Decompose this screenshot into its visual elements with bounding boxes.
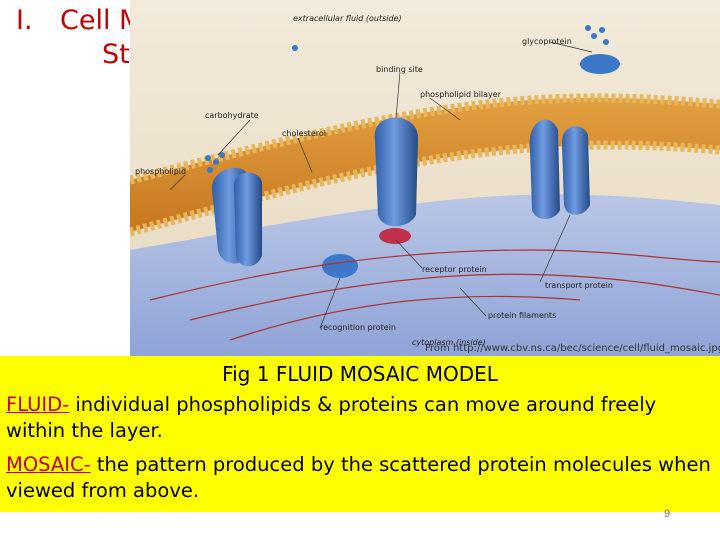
label-phospholipid-bilayer: phospholipid bilayer — [420, 90, 502, 99]
fluid-term: FLUID- — [6, 393, 69, 416]
fluid-definition: FLUID- individual phospholipids & protei… — [6, 392, 716, 444]
image-source-credit: From http://www.cbv.ns.ca/bec/science/ce… — [425, 343, 720, 354]
label-extracellular: extracellular fluid (outside) — [293, 14, 402, 23]
label-receptor-protein: receptor protein — [422, 265, 487, 274]
transport-protein-b — [562, 126, 590, 214]
label-binding-site: binding site — [376, 65, 423, 74]
label-glycoprotein: glycoprotein — [522, 37, 572, 46]
membrane-diagram: extracellular fluid (outside) glycoprote… — [130, 0, 720, 356]
mosaic-definition: MOSAIC- the pattern produced by the scat… — [6, 452, 716, 504]
label-cholesterol: cholesterol — [282, 129, 326, 138]
transport-protein-a — [530, 120, 560, 219]
page-number: 9 — [664, 508, 670, 520]
label-recognition-protein: recognition protein — [320, 323, 396, 332]
label-carbohydrate: carbohydrate — [205, 111, 259, 120]
inner-peripheral-protein — [379, 228, 411, 244]
title-number: I. — [16, 4, 60, 38]
glycoprotein-cap — [580, 54, 620, 74]
figure-caption: Fig 1 FLUID MOSAIC MODEL — [0, 362, 720, 386]
label-transport-protein: transport protein — [545, 281, 613, 290]
channel-protein-left-b — [234, 173, 262, 267]
mosaic-term: MOSAIC- — [6, 453, 91, 476]
receptor-protein — [375, 118, 418, 227]
mosaic-text: the pattern produced by the scattered pr… — [6, 453, 711, 502]
label-protein-filaments: protein filaments — [488, 311, 556, 320]
membrane-illustration: extracellular fluid (outside) glycoprote… — [130, 0, 720, 356]
recognition-protein-shape — [322, 254, 358, 278]
fluid-text: individual phospholipids & proteins can … — [6, 393, 656, 442]
label-phospholipid: phospholipid — [135, 167, 186, 176]
